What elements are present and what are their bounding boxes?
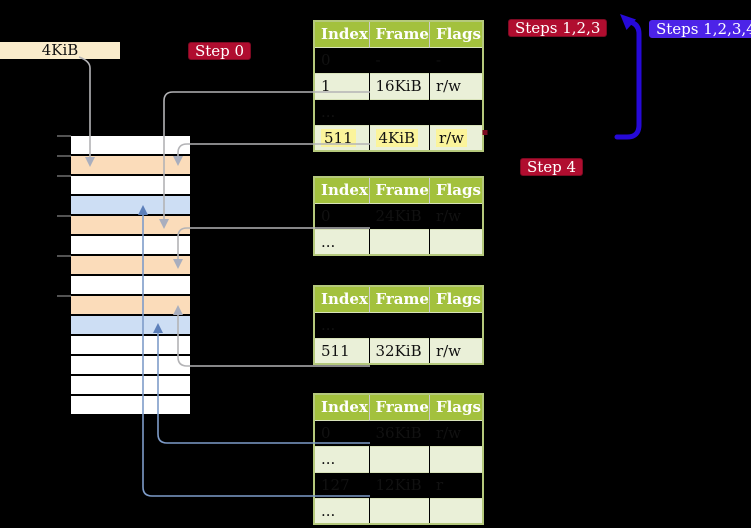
table-row: ...	[314, 311, 484, 338]
table-cell	[368, 98, 430, 125]
column-header: Flags	[428, 394, 484, 420]
table-cell: 36KiB	[368, 419, 430, 446]
memory-frame-row-9-page	[71, 316, 190, 334]
memory-frame-row-0-free	[71, 136, 190, 154]
table-cell: 0	[314, 202, 369, 229]
table-row: ...	[314, 228, 484, 255]
table-cell: r/w	[428, 202, 484, 229]
table-cell	[428, 311, 484, 338]
column-header: Flags	[428, 21, 484, 47]
column-header: Flags	[428, 177, 484, 203]
table-cell: 0	[314, 419, 369, 446]
physical-memory	[71, 136, 190, 416]
table-cell	[368, 228, 430, 255]
badge-steps-1-2-3: Steps 1,2,3	[508, 19, 608, 37]
column-header: Frame	[368, 21, 430, 47]
table-cell: -	[368, 46, 430, 73]
memory-frame-row-6-table	[71, 256, 190, 274]
column-header: Index	[314, 286, 369, 312]
column-header: Frame	[368, 177, 430, 203]
column-header: Index	[314, 394, 369, 420]
memory-frame-row-7-free	[71, 276, 190, 294]
table-cell: 4KiB	[368, 124, 430, 151]
memory-frame-row-12-free	[71, 376, 190, 394]
recursive-loop-arrow	[614, 14, 642, 140]
l4-table-address-label: 4KiB	[0, 42, 120, 59]
column-header: Flags	[428, 286, 484, 312]
highlighted-value: 511	[321, 128, 356, 147]
table-cell: 32KiB	[368, 337, 430, 364]
table-cell	[428, 228, 484, 255]
memory-frame-row-2-free	[71, 176, 190, 194]
memory-frame-row-4-table	[71, 216, 190, 234]
column-header: Index	[314, 21, 369, 47]
table-row: ...	[314, 98, 484, 125]
table-cell: ...	[314, 497, 369, 524]
table-cell	[368, 311, 430, 338]
highlighted-value: r/w	[435, 128, 468, 147]
badge-step-0: Step 0	[188, 42, 252, 60]
column-header: Frame	[368, 286, 430, 312]
memory-frame-row-11-free	[71, 356, 190, 374]
badge-steps-1-2-3-4: Steps 1,2,3,4	[649, 20, 751, 38]
table-cell	[368, 445, 430, 472]
table-cell	[428, 497, 484, 524]
table-cell: 511	[314, 124, 369, 151]
highlighted-value: 4KiB	[375, 128, 419, 147]
table-cell	[428, 445, 484, 472]
table-cell: r/w	[428, 419, 484, 446]
table-cell: ...	[314, 98, 369, 125]
table-cell: r/w	[428, 72, 484, 99]
table-cell: 1	[314, 72, 369, 99]
memory-frame-row-13-free	[71, 396, 190, 414]
badge-step-4: Step 4	[520, 158, 584, 176]
memory-frame-row-5-free	[71, 236, 190, 254]
table-cell: ...	[314, 228, 369, 255]
table-cell: 511	[314, 337, 369, 364]
table-cell: r/w	[428, 124, 484, 151]
memory-frame-row-10-free	[71, 336, 190, 354]
table-cell: ...	[314, 311, 369, 338]
column-header: Index	[314, 177, 369, 203]
table-row: ...	[314, 445, 484, 472]
table-cell: 24KiB	[368, 202, 430, 229]
table-cell	[368, 497, 430, 524]
memory-frame-row-8-table	[71, 296, 190, 314]
table-row: 0--	[314, 46, 484, 73]
table-row: ...	[314, 497, 484, 524]
table-cell: r/w	[428, 337, 484, 364]
table-cell: r	[428, 471, 484, 498]
memory-frame-row-3-page	[71, 196, 190, 214]
table-cell: 12KiB	[368, 471, 430, 498]
table-cell: 0	[314, 46, 369, 73]
table-cell: 127	[314, 471, 369, 498]
column-header: Frame	[368, 394, 430, 420]
table-cell: 16KiB	[368, 72, 430, 99]
table-cell	[428, 98, 484, 125]
table-row: 511 4KiB r/w	[314, 124, 484, 151]
memory-frame-row-1-table	[71, 156, 190, 174]
table-cell: -	[428, 46, 484, 73]
memory-address-ticks	[57, 135, 71, 297]
table-cell: ...	[314, 445, 369, 472]
